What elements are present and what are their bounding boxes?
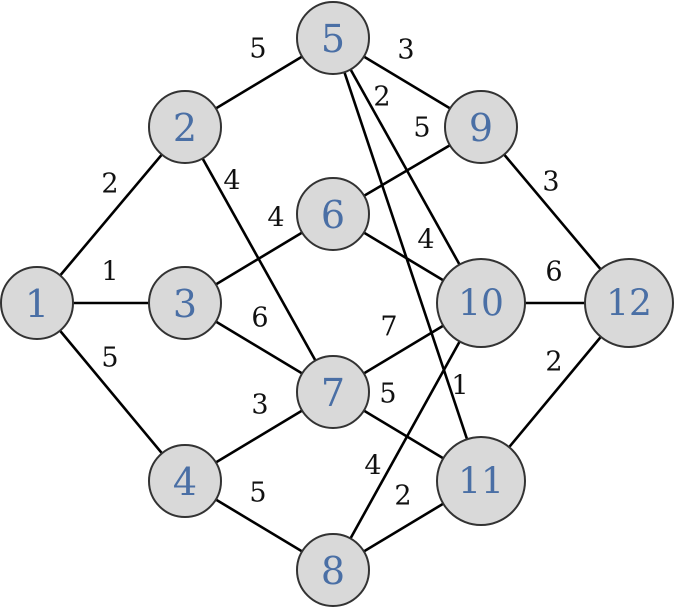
node-circle-3	[148, 266, 222, 340]
edge-weight-6-10: 4	[417, 225, 434, 256]
node-circle-1	[0, 266, 74, 340]
edge-8-10	[331, 302, 483, 571]
node-label-9: 9	[469, 106, 493, 150]
node-9: 9	[444, 90, 518, 164]
node-circle-10	[436, 258, 526, 348]
node-circle-8	[296, 533, 370, 607]
edge-weight-2-7: 4	[223, 166, 240, 197]
edge-weight-9-12: 3	[542, 167, 559, 198]
node-4: 4	[148, 444, 222, 518]
node-label-5: 5	[321, 17, 345, 61]
edge-weight-3-6: 4	[267, 203, 284, 234]
node-circle-11	[436, 436, 526, 526]
node-3: 3	[148, 266, 222, 340]
node-1: 1	[0, 266, 74, 340]
edge-1-4	[36, 302, 186, 482]
node-label-8: 8	[321, 549, 345, 593]
node-label-3: 3	[173, 282, 197, 326]
edge-weight-2-5: 5	[249, 34, 266, 65]
node-label-4: 4	[173, 460, 197, 504]
edges-layer	[36, 36, 630, 572]
edge-weight-7-11: 5	[379, 379, 396, 410]
node-circle-4	[148, 444, 222, 518]
edge-weight-1-3: 1	[101, 257, 118, 288]
node-label-6: 6	[321, 193, 345, 237]
node-label-10: 10	[458, 284, 504, 325]
edge-weight-4-8: 5	[249, 478, 266, 509]
edge-weight-5-11: 1	[451, 371, 468, 402]
edge-weight-5-9: 3	[397, 35, 414, 66]
edge-weight-10-12: 6	[545, 257, 562, 288]
node-label-7: 7	[321, 371, 345, 415]
edge-1-2	[36, 126, 186, 304]
node-10: 10	[436, 258, 526, 348]
node-8: 8	[296, 533, 370, 607]
node-label-11: 11	[458, 462, 504, 503]
node-label-12: 12	[606, 284, 652, 325]
edge-weight-8-11: 2	[394, 481, 411, 512]
edge-weight-1-4: 5	[101, 343, 118, 374]
edge-weight-1-2: 2	[101, 169, 118, 200]
edge-weight-7-10: 7	[380, 312, 397, 343]
node-7: 7	[296, 355, 370, 429]
node-label-1: 1	[25, 282, 49, 326]
node-2: 2	[148, 90, 222, 164]
edge-weight-8-10: 4	[364, 451, 381, 482]
edge-weight-11-12: 2	[545, 347, 562, 378]
node-circle-7	[296, 355, 370, 429]
edge-weight-4-7: 3	[251, 390, 268, 421]
node-5: 5	[296, 1, 370, 75]
edge-weight-5-10: 2	[373, 82, 390, 113]
node-circle-2	[148, 90, 222, 164]
node-12: 12	[584, 258, 674, 348]
edge-weight-6-9: 5	[413, 113, 430, 144]
node-circle-12	[584, 258, 674, 348]
node-circle-9	[444, 90, 518, 164]
node-6: 6	[296, 177, 370, 251]
node-11: 11	[436, 436, 526, 526]
edge-weight-3-7: 6	[251, 303, 268, 334]
node-circle-6	[296, 177, 370, 251]
node-circle-5	[296, 1, 370, 75]
node-label-2: 2	[173, 106, 197, 150]
